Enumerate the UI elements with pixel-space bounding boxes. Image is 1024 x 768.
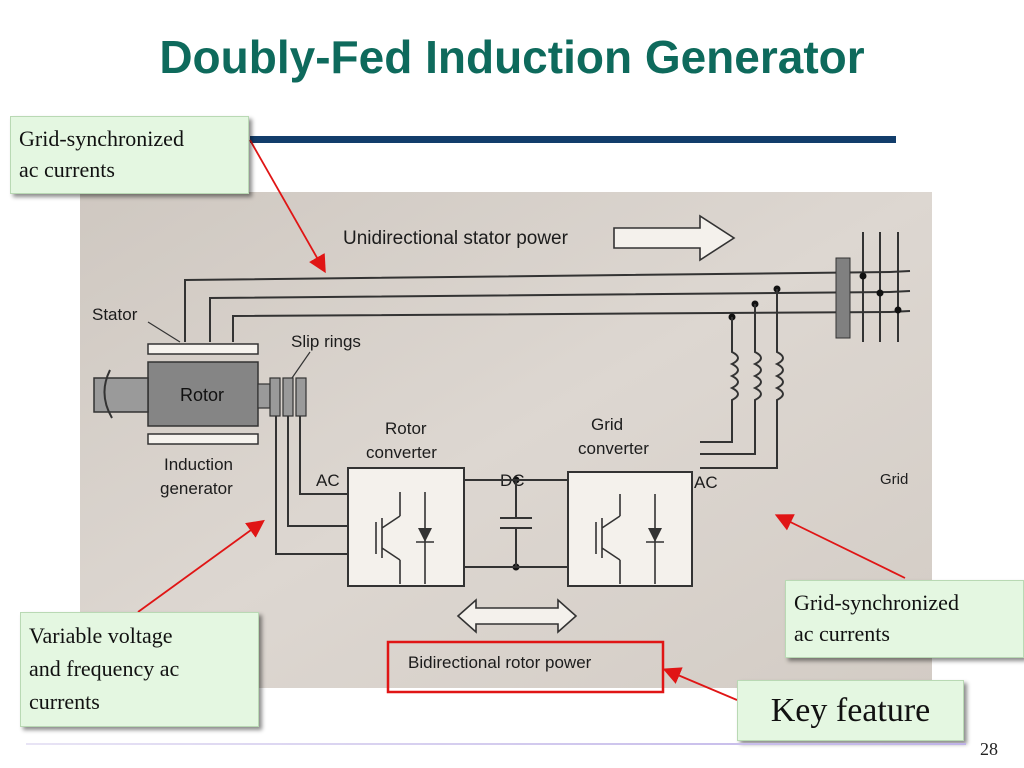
title-underline-bar xyxy=(250,136,896,143)
grid-converter-label-1: Grid xyxy=(591,415,623,434)
grid-converter-diode-icon xyxy=(648,528,662,542)
grid-converter-box xyxy=(567,471,693,587)
slip-rings xyxy=(269,377,307,417)
induction-label: Induction xyxy=(164,455,233,474)
ac-left-label: AC xyxy=(316,471,340,490)
stator-top xyxy=(147,343,259,355)
stator-power-label: Unidirectional stator power xyxy=(343,228,569,249)
rotor-converter-label-1: Rotor xyxy=(385,419,427,438)
dc-link xyxy=(464,479,568,568)
stator-label: Stator xyxy=(92,305,138,324)
stator-power-arrow xyxy=(613,214,736,262)
stator-bottom xyxy=(147,433,259,445)
rotation-arrow-icon xyxy=(103,369,113,419)
rotor-converter-label-2: converter xyxy=(366,443,437,462)
grid-label: Grid xyxy=(880,471,908,488)
rotor-label: Rotor xyxy=(180,385,224,405)
rotor-shaft xyxy=(93,377,149,413)
rotor-converter-diode-icon xyxy=(418,528,432,542)
ac-right-label: AC xyxy=(694,473,718,492)
slide-title: Doubly-Fed Induction Generator xyxy=(159,31,865,83)
rotor-power-label: Bidirectional rotor power xyxy=(408,653,592,672)
diagram-photo: Unidirectional stator power Stator xyxy=(80,192,932,688)
slip-rings-label: Slip rings xyxy=(291,332,361,351)
rotor-power-arrow xyxy=(456,598,578,634)
transformer-coils xyxy=(700,289,784,469)
page-number: 28 xyxy=(980,739,998,759)
rotor-leads xyxy=(275,416,348,555)
grid-breaker xyxy=(835,257,851,339)
footer-divider xyxy=(26,743,966,745)
generator-label: generator xyxy=(160,479,233,498)
grid-converter-label-2: converter xyxy=(578,439,649,458)
rotor-converter-box xyxy=(347,467,465,587)
callout-grid-synchronized-right: Grid-synchronized ac currents xyxy=(785,580,1024,658)
callout-key-feature: Key feature xyxy=(737,680,964,741)
callout-grid-synchronized-top: Grid-synchronized ac currents xyxy=(10,116,249,194)
stator-feeder-lines xyxy=(184,232,911,342)
callout-variable-voltage: Variable voltage and frequency ac curren… xyxy=(20,612,259,727)
